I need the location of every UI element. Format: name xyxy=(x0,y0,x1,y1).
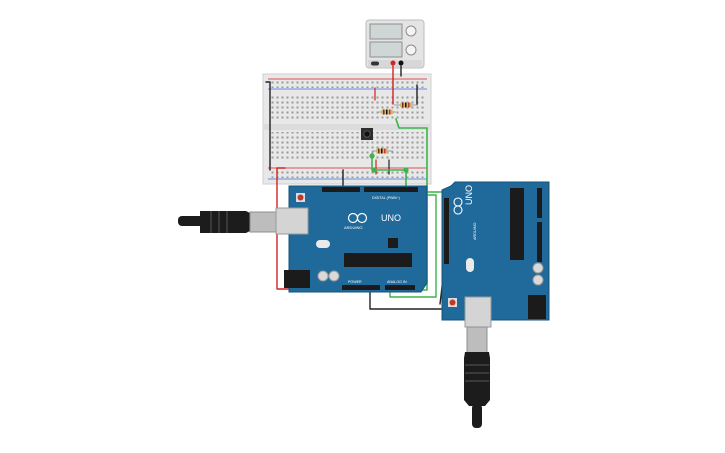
usb-plug-icon[interactable] xyxy=(178,211,277,233)
digital-header-label: DIGITAL (PWM~) xyxy=(372,196,400,200)
pushbutton-icon[interactable] xyxy=(361,128,373,140)
arduino-board-right[interactable]: UNO ARDUINO xyxy=(441,181,550,328)
power-header-label: POWER xyxy=(348,280,362,284)
board-brand-label: ARDUINO xyxy=(344,225,362,230)
resistor-icon[interactable] xyxy=(378,109,396,115)
board-model-label: UNO xyxy=(381,213,401,223)
analog-header-label: ANALOG IN xyxy=(387,280,407,284)
resistor-icon[interactable] xyxy=(372,148,393,154)
usb-plug-icon[interactable] xyxy=(464,326,490,428)
wire-black xyxy=(265,81,271,171)
wire-green xyxy=(371,155,407,193)
board-brand-label: ARDUINO xyxy=(473,222,477,240)
resistor-icon[interactable] xyxy=(394,102,418,108)
power-supply-icon[interactable] xyxy=(365,19,425,69)
arduino-board-left[interactable]: UNO ARDUINO DIGITAL (PWM~) POWER ANALOG … xyxy=(275,185,428,293)
breadboard xyxy=(262,73,432,185)
wire-green xyxy=(389,194,437,298)
board-model-label: UNO xyxy=(464,185,474,205)
